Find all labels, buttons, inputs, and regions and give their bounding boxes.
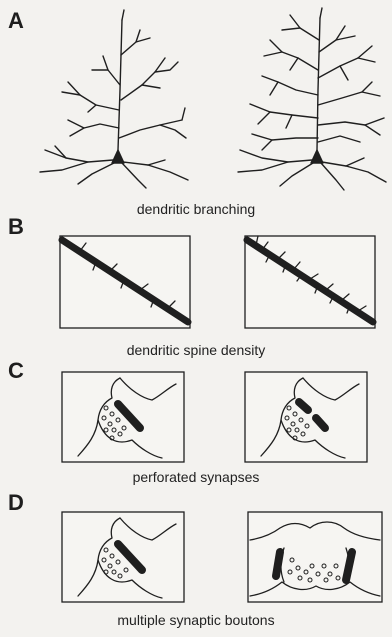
soma-right [311, 150, 323, 163]
neuron-right [238, 8, 386, 190]
synapse-box-right [245, 372, 367, 462]
soma-left [112, 150, 124, 163]
bouton-box-left [62, 512, 184, 602]
synapse-box-left [62, 372, 184, 462]
neuron-left [40, 10, 188, 188]
